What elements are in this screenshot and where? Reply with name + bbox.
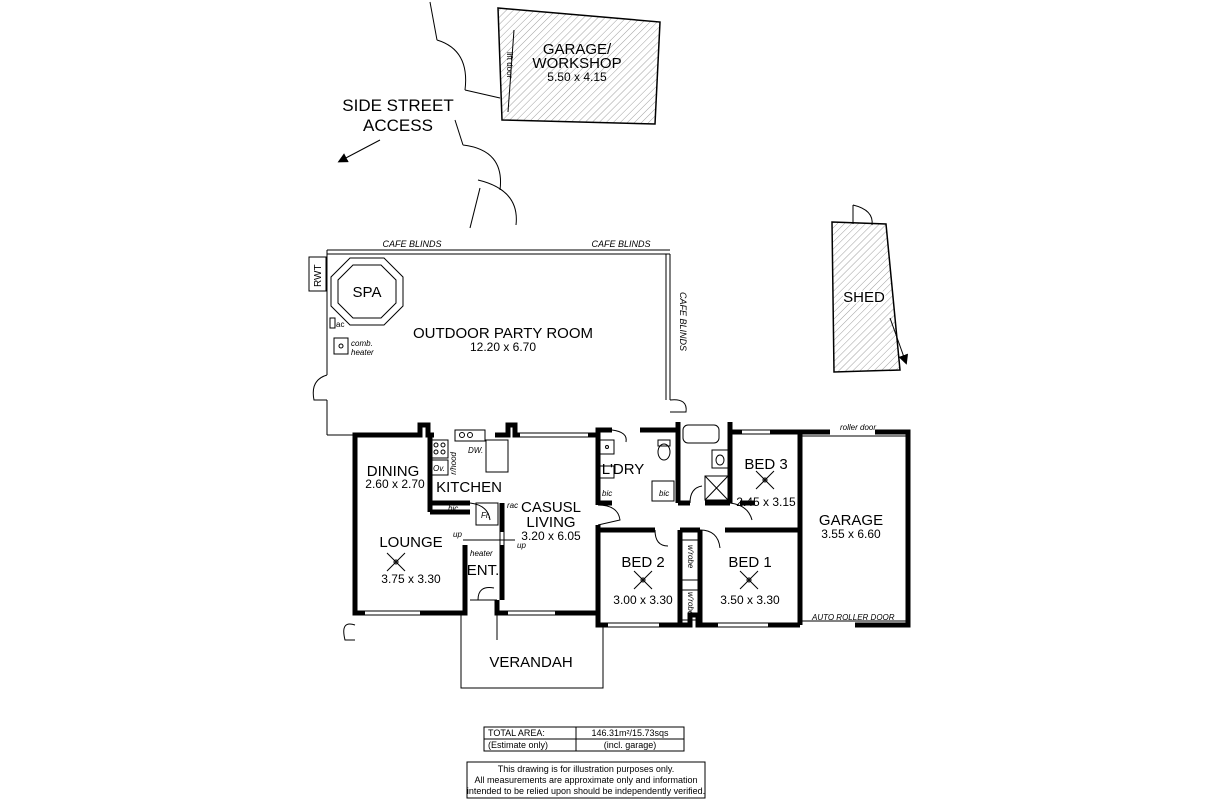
spa-label: SPA (353, 284, 382, 301)
bed3-name: BED 3 (744, 456, 787, 473)
casual-living-name-2: LIVING (526, 514, 575, 531)
lounge-dims: 3.75 x 3.30 (381, 572, 441, 586)
cafe-blinds-label-2: CAFE BLINDS (591, 239, 650, 249)
bed1-name: BED 1 (728, 554, 771, 571)
estimate-label: (Estimate only) (488, 740, 548, 750)
outdoor-party-room-dims: 12.20 x 6.70 (470, 340, 536, 354)
up-label-2: up (517, 541, 526, 550)
ov-label: Ov. (433, 464, 445, 473)
verandah: VERANDAH (460, 613, 604, 689)
ac-label: ac (336, 320, 344, 329)
rhood-label: r/hood (449, 451, 458, 474)
room-labels: DINING 2.60 x 2.70 KITCHEN DW. r/hood Ov… (365, 423, 894, 622)
total-area-value: 146.31m²/15.73sqs (591, 728, 669, 738)
verandah-name: VERANDAH (489, 654, 572, 671)
windows (362, 429, 908, 628)
outdoor-party-room-name: OUTDOOR PARTY ROOM (413, 325, 593, 342)
area-table: TOTAL AREA: 146.31m²/15.73sqs (Estimate … (483, 726, 685, 752)
shed-label: SHED (843, 289, 885, 306)
house-walls (352, 422, 911, 628)
gates (429, 1, 517, 229)
wrobe-label-2: w'robe (686, 592, 695, 616)
side-street-label-1: SIDE STREET (342, 96, 453, 115)
disclaimer-line-2: All measurements are approximate only an… (474, 775, 697, 785)
ceiling-fans (386, 470, 775, 590)
kitchen-bic-label: bic (448, 504, 458, 513)
fridge-label: Fr. (481, 511, 490, 520)
fixtures (430, 424, 730, 621)
bed2-dims: 3.00 x 3.30 (613, 593, 673, 607)
side-street-access: SIDE STREET ACCESS (337, 96, 454, 163)
disclaimer: This drawing is for illustration purpose… (466, 761, 706, 799)
rac-label: rac (507, 501, 518, 510)
comb-heater-label-2: heater (351, 348, 374, 357)
laundry-bic-label: bic (602, 489, 612, 498)
doors (343, 429, 753, 641)
dw-label: DW. (468, 446, 483, 455)
dining-name: DINING (367, 463, 420, 480)
cafe-blinds-label-1: CAFE BLINDS (382, 239, 441, 249)
bed3-dims: 2.45 x 3.15 (736, 495, 796, 509)
wrobe-label-1: w'robe (686, 545, 695, 569)
heater-label: heater (470, 549, 493, 558)
outdoor-party-room: CAFE BLINDS CAFE BLINDS CAFE BLINDS RWT … (308, 239, 688, 436)
kitchen-name: KITCHEN (436, 479, 502, 496)
shed: SHED (831, 204, 909, 373)
casual-living-dims: 3.20 x 6.05 (521, 529, 581, 543)
auto-roller-door-label: AUTO ROLLER DOOR (811, 613, 895, 622)
garage-workshop-name-2: WORKSHOP (532, 55, 621, 72)
disclaimer-line-3: intended to be relied upon should be ind… (467, 786, 705, 796)
lift-door-label: lift door (505, 52, 514, 79)
dining-dims: 2.60 x 2.70 (365, 477, 425, 491)
rwt-label: RWT (313, 264, 324, 287)
garage-dims: 3.55 x 6.60 (821, 527, 881, 541)
bed1-dims: 3.50 x 3.30 (720, 593, 780, 607)
entry-name: ENT. (467, 562, 500, 579)
garage-workshop-dims: 5.50 x 4.15 (547, 70, 607, 84)
laundry-name: L'DRY (602, 461, 645, 478)
lounge-name: LOUNGE (379, 534, 442, 551)
hall-bic-label: bic (659, 489, 669, 498)
roller-door-label: roller door (840, 423, 876, 432)
disclaimer-line-1: This drawing is for illustration purpose… (498, 764, 674, 774)
comb-heater-label-1: comb. (351, 339, 373, 348)
bed2-name: BED 2 (621, 554, 664, 571)
garage-workshop: lift door GARAGE/ WORKSHOP 5.50 x 4.15 (497, 7, 661, 125)
estimate-value: (incl. garage) (604, 740, 657, 750)
garage-workshop-name-1: GARAGE/ (543, 41, 612, 58)
total-area-label: TOTAL AREA: (488, 728, 545, 738)
casual-living-name-1: CASUSL (521, 499, 581, 516)
cafe-blinds-label-3: CAFE BLINDS (678, 292, 688, 351)
garage-name: GARAGE (819, 512, 883, 529)
side-street-label-2: ACCESS (363, 116, 433, 135)
up-label-1: up (453, 530, 462, 539)
